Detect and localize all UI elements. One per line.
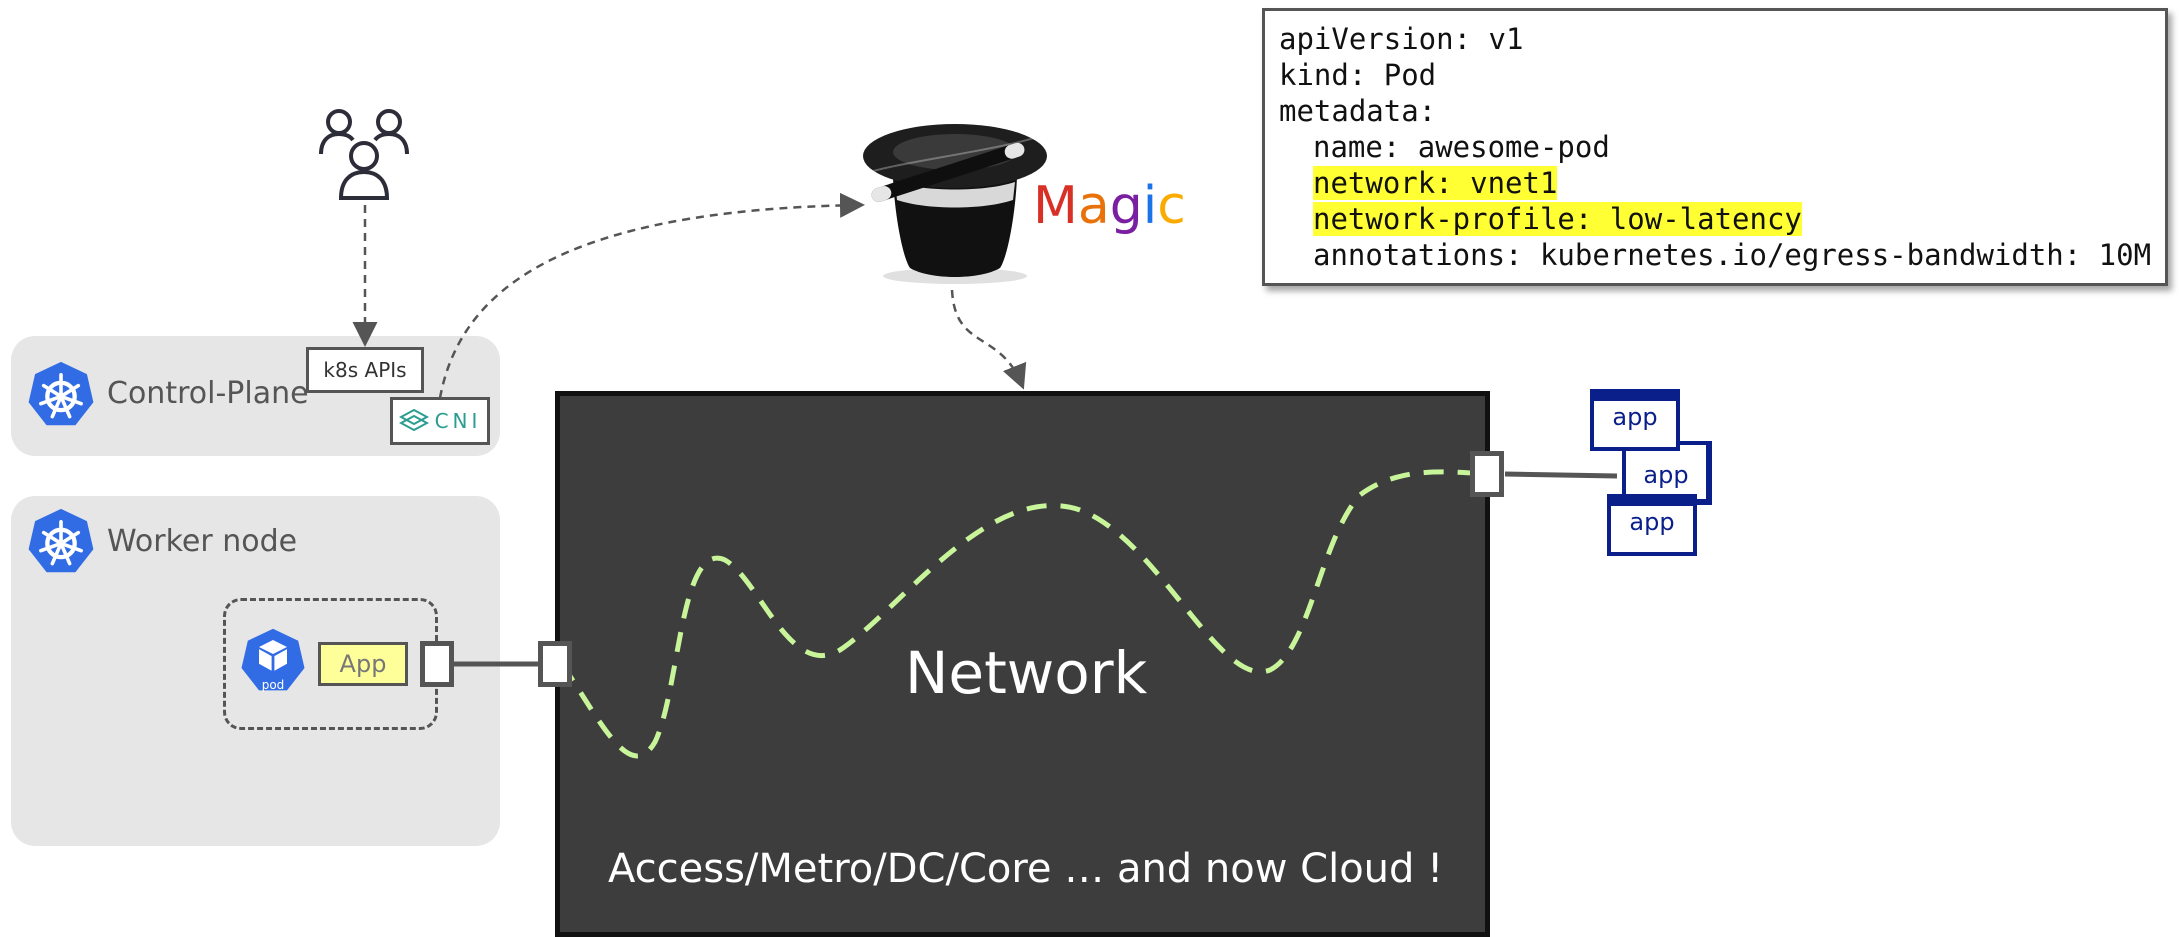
magic-hat-icon xyxy=(863,124,1047,284)
yaml-line: metadata: xyxy=(1279,94,1437,128)
pod-icon xyxy=(241,628,305,691)
network-subtitle: Access/Metro/DC/Core … and now Cloud ! xyxy=(608,846,1444,892)
network-title: Network xyxy=(905,639,1148,707)
cni-to-magic-arrow xyxy=(438,192,865,399)
network-ingress-port[interactable] xyxy=(538,641,572,687)
pod-yaml-spec: apiVersion: v1 kind: Pod metadata: name:… xyxy=(1262,8,2168,286)
app-box[interactable]: App xyxy=(318,642,408,686)
magic-letter: c xyxy=(1157,176,1186,236)
cni-logo-icon xyxy=(398,408,429,432)
network-egress-port[interactable] xyxy=(1470,451,1504,497)
magic-letter: a xyxy=(1077,176,1110,236)
pod-port[interactable] xyxy=(420,641,454,687)
cni-label: CNI xyxy=(434,409,482,433)
pod-label: pod xyxy=(261,678,285,692)
yaml-line: kind: Pod xyxy=(1279,58,1437,92)
magic-to-network-arrow xyxy=(950,289,1027,390)
yaml-line: name: awesome-pod xyxy=(1313,130,1610,164)
control-plane-label: Control-Plane xyxy=(107,376,309,411)
remote-app-label: app xyxy=(1612,403,1658,431)
app-label: App xyxy=(339,650,387,678)
k8s-apis-label: k8s APIs xyxy=(323,358,407,382)
remote-app-top[interactable]: app xyxy=(1590,389,1680,451)
magic-letter: M xyxy=(1033,176,1078,236)
k8s-apis-box[interactable]: k8s APIs xyxy=(306,347,424,393)
yaml-line: annotations: kubernetes.io/egress-bandwi… xyxy=(1313,238,2152,272)
kubernetes-icon xyxy=(28,361,94,426)
kubernetes-icon xyxy=(28,508,94,573)
cni-box[interactable]: CNI xyxy=(390,397,490,445)
yaml-line-highlighted: network-profile: low-latency xyxy=(1313,202,1802,236)
remote-app-bottom[interactable]: app xyxy=(1607,494,1697,556)
remote-link-wire xyxy=(1504,471,1618,479)
users-icon xyxy=(319,109,409,200)
yaml-line-highlighted: network: vnet1 xyxy=(1313,166,1558,200)
magic-letter: i xyxy=(1142,176,1158,236)
remote-app-label: app xyxy=(1643,461,1689,489)
worker-node-label: Worker node xyxy=(107,524,298,559)
window-titlebar xyxy=(1611,498,1693,506)
network-block: Network Access/Metro/DC/Core … and now C… xyxy=(555,391,1490,937)
yaml-line: apiVersion: v1 xyxy=(1279,22,1524,56)
window-titlebar xyxy=(1594,393,1676,401)
magic-label: Magic xyxy=(1033,176,1186,236)
magic-letter: g xyxy=(1109,176,1143,236)
remote-app-label: app xyxy=(1629,508,1675,536)
